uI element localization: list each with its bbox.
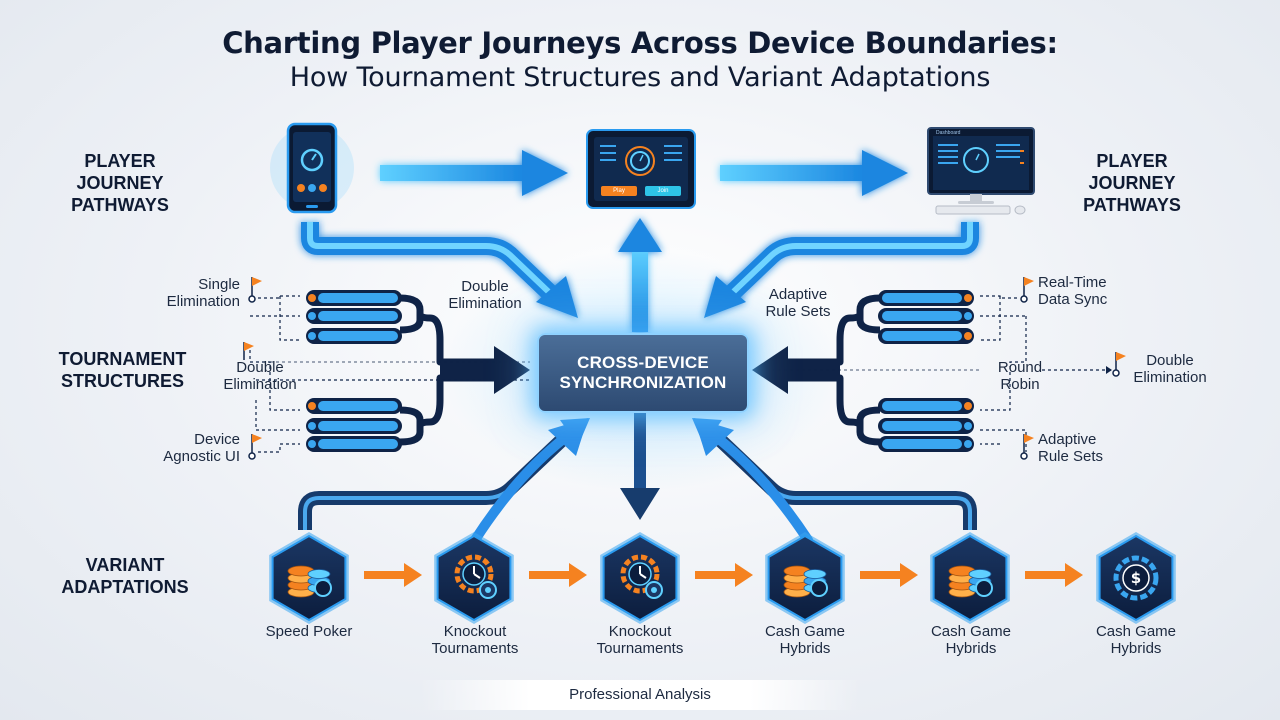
left-slot-6 xyxy=(306,436,402,452)
right-slot-1 xyxy=(878,290,974,306)
tablet-play-button: Play xyxy=(613,188,625,194)
left-bracket xyxy=(243,277,530,460)
left-slot-4 xyxy=(306,398,402,414)
arrow-tablet-to-monitor xyxy=(720,150,908,196)
arrow-hub-to-tablet xyxy=(618,218,662,332)
left-slot-5 xyxy=(306,418,402,434)
flag-icon xyxy=(248,434,262,460)
clock-chip-icon xyxy=(620,554,663,599)
left-slot-3 xyxy=(306,328,402,344)
orange-arrow-icon xyxy=(1025,563,1083,587)
flag-icon xyxy=(243,342,254,360)
orange-arrow-icon xyxy=(860,563,918,587)
right-bracket xyxy=(752,277,1126,460)
chip-stack-icon xyxy=(287,565,332,598)
svg-text:$: $ xyxy=(1131,569,1141,587)
orange-arrow-icon xyxy=(529,563,587,587)
page-title: Charting Player Journeys Across Device B… xyxy=(222,26,1058,60)
flag-icon xyxy=(1020,434,1034,460)
flag-icon xyxy=(1020,277,1034,303)
right-slot-6 xyxy=(878,436,974,452)
tablet-icon xyxy=(586,129,696,209)
right-slot-2 xyxy=(878,308,974,324)
section-pathways-right: PLAYER JOURNEY PATHWAYS xyxy=(1083,151,1181,215)
pipe-phone-to-hub xyxy=(301,222,578,318)
chip-stack-icon xyxy=(783,565,828,598)
monitor-header: Dashboard xyxy=(936,130,961,136)
variant-hexagon-1 xyxy=(269,532,349,624)
right-slot-5 xyxy=(878,418,974,434)
tablet-join-button: Join xyxy=(657,188,669,194)
left-slot-1 xyxy=(306,290,402,306)
variant-name-1: Speed Poker xyxy=(265,623,353,640)
arrow-phone-to-tablet xyxy=(380,150,568,196)
section-tournament: TOURNAMENT STRUCTURES xyxy=(58,349,187,391)
variant-hexagon-3 xyxy=(600,532,680,624)
variant-hexagon-6: $ xyxy=(1096,532,1176,624)
variant-hexagon-4 xyxy=(765,532,845,624)
cross-device-sync-hub: CROSS-DEVICE SYNCHRONIZATION xyxy=(537,333,749,413)
monitor-icon xyxy=(927,127,1035,215)
right-slot-3 xyxy=(878,328,974,344)
variant-hexagon-5 xyxy=(930,532,1010,624)
chip-stack-icon xyxy=(948,565,993,598)
variant-arrows xyxy=(364,563,1083,587)
section-variants: VARIANT ADAPTATIONS xyxy=(61,555,189,597)
arrow-hub-to-variants xyxy=(620,412,660,520)
left-slot-2 xyxy=(306,308,402,324)
orange-arrow-icon xyxy=(364,563,422,587)
clock-chip-icon xyxy=(454,554,497,599)
footer-caption: Professional Analysis xyxy=(420,680,860,710)
pipe-monitor-to-hub xyxy=(704,222,979,318)
orange-arrow-icon xyxy=(695,563,753,587)
flag-icon xyxy=(248,277,262,303)
page-subtitle: How Tournament Structures and Variant Ad… xyxy=(289,62,991,93)
flag-icon xyxy=(1112,352,1126,377)
variant-hexagon-2 xyxy=(434,532,514,624)
right-slot-4 xyxy=(878,398,974,414)
hub-line-1: CROSS-DEVICE xyxy=(577,353,709,372)
phone-icon xyxy=(270,122,354,214)
pipe-variant5-to-hub xyxy=(692,418,813,545)
section-pathways-left: PLAYER JOURNEY PATHWAYS xyxy=(71,151,169,215)
hub-line-2: SYNCHRONIZATION xyxy=(559,373,727,392)
pipe-variant2-to-hub xyxy=(470,418,590,545)
dollar-chip-icon: $ xyxy=(1113,555,1159,601)
